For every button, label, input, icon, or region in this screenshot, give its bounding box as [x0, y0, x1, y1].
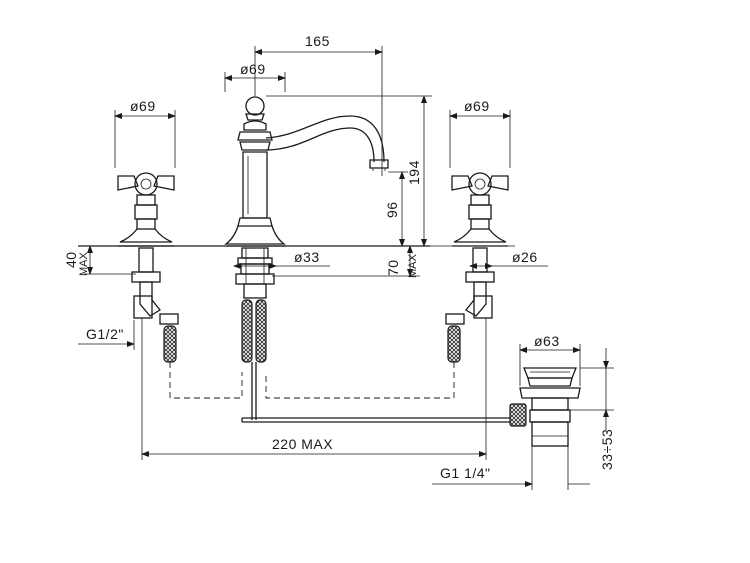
dim-center-shank-diameter: ø33	[294, 249, 320, 265]
left-valve	[117, 172, 179, 363]
dim-spout-base-diameter: ø69	[240, 61, 266, 77]
dim-total-height: 194	[406, 160, 422, 185]
dim-left-shank-length: 40	[63, 251, 79, 268]
dim-waste-cap-diameter: ø63	[534, 333, 560, 349]
dim-center-shank-length: 70	[385, 259, 401, 276]
dim-waste-adjustment: 33÷53	[599, 429, 615, 470]
dim-side-shank-diameter: ø26	[512, 249, 538, 265]
hose-left	[169, 362, 243, 399]
dim-centers-max: 220 MAX	[272, 436, 333, 452]
dim-right-handle-diameter: ø69	[464, 98, 490, 114]
right-valve	[445, 172, 509, 363]
dim-spout-reach: 165	[305, 33, 330, 49]
dim-inlet-thread: G1/2"	[86, 326, 124, 342]
dim-outlet-height: 96	[384, 201, 400, 218]
waste-assembly	[241, 367, 581, 447]
spout-assembly	[224, 96, 389, 247]
spout-shank	[235, 247, 275, 420]
hose-right	[265, 362, 455, 399]
dim-left-shank-max: MAX	[78, 252, 90, 277]
dim-center-shank-max: MAX	[407, 254, 419, 279]
dim-left-handle-diameter: ø69	[130, 98, 156, 114]
dim-waste-thread: G1 1/4"	[440, 465, 491, 481]
